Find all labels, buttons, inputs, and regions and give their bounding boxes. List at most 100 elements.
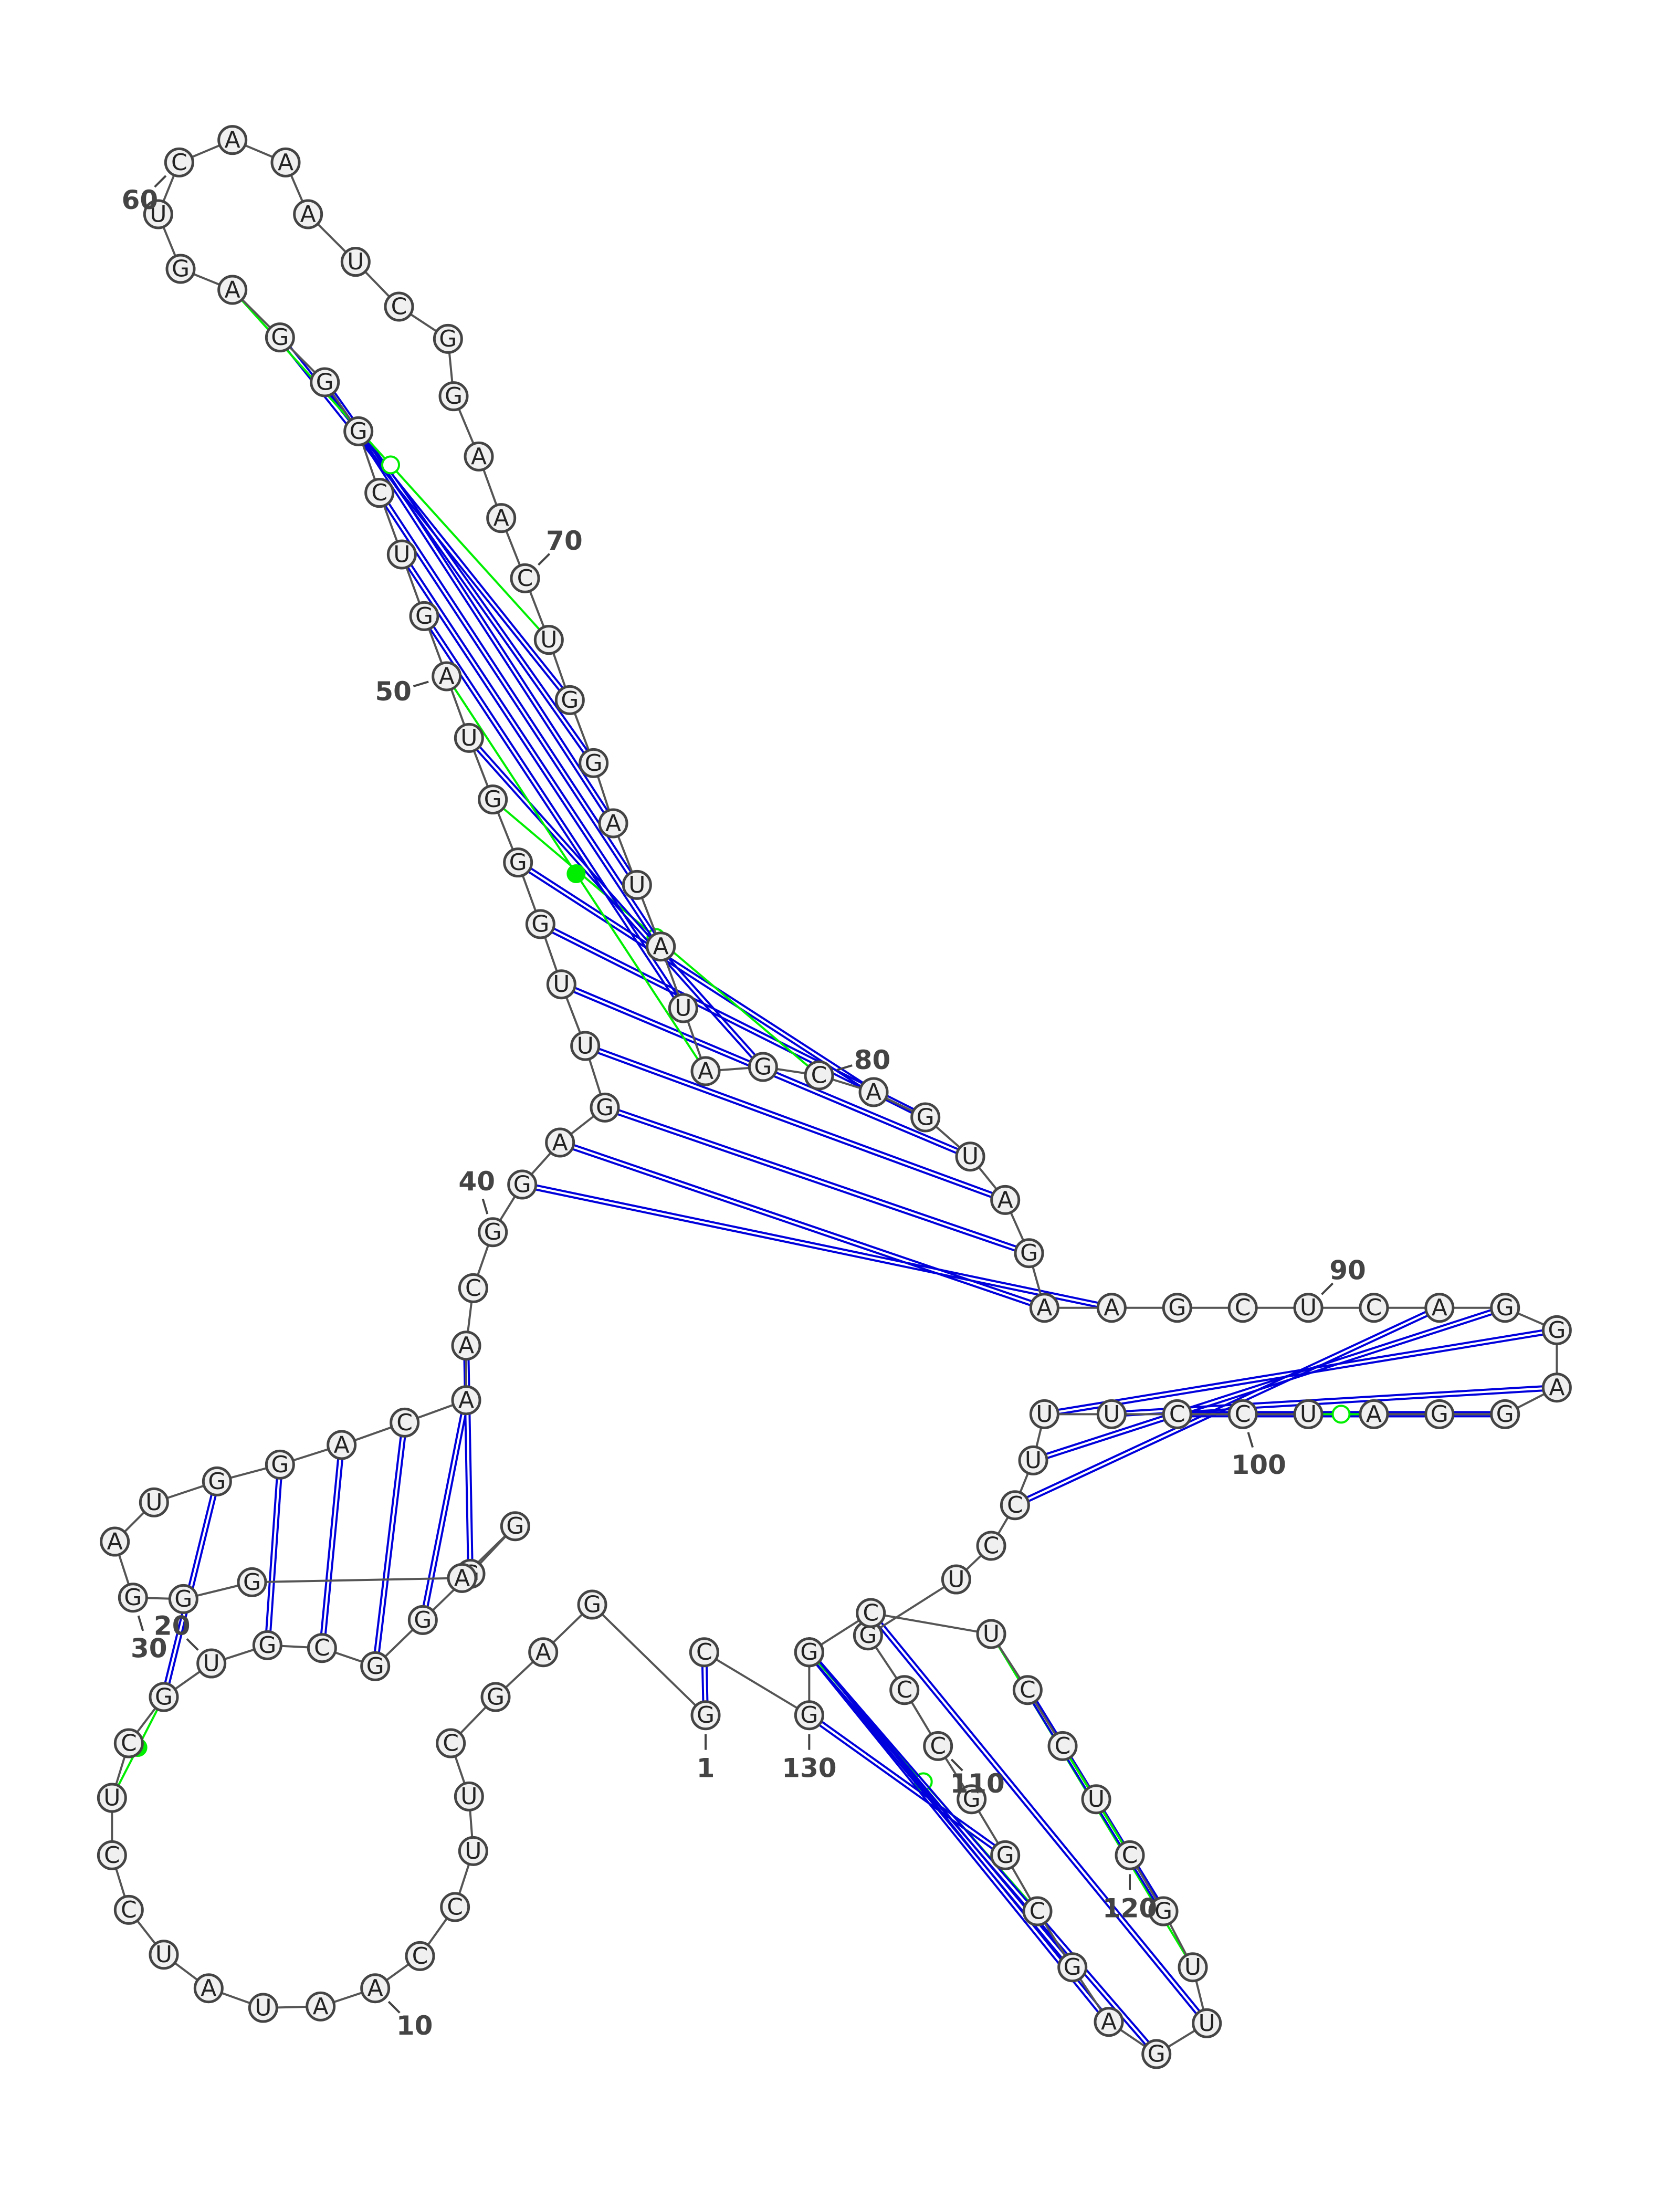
nucleotide-letter: G — [445, 383, 463, 410]
nucleotide-120: C — [1115, 1840, 1145, 1870]
nucleotide-33: G — [202, 1466, 232, 1496]
nucleotide-letter: G — [513, 1171, 531, 1198]
nucleotide-circle — [923, 1731, 953, 1761]
nucleotide-101: C — [1162, 1399, 1192, 1429]
nucleotide-circle — [252, 1630, 282, 1660]
nucleotide-letter: G — [1064, 1954, 1082, 1981]
nucleotide-105: C — [1000, 1490, 1030, 1521]
nucleotide-11: A — [306, 1991, 336, 2022]
nucleotide-79: G — [748, 1052, 778, 1082]
nucleotide-circle — [360, 1651, 391, 1681]
nucleotide-letter: U — [150, 201, 166, 228]
nucleotide-letter: C — [121, 1730, 137, 1757]
canonical-pair-line — [705, 1666, 709, 1702]
nucleotide-letter: U — [1300, 1294, 1317, 1321]
nucleotide-letter: U — [540, 626, 557, 653]
nucleotide-letter: A — [278, 149, 293, 176]
nucleotide-circle — [889, 1675, 920, 1705]
nucleotide-123: C — [1012, 1675, 1043, 1705]
nucleotide-circle — [1227, 1293, 1258, 1323]
nucleotide-letter: U — [577, 1033, 594, 1060]
nucleotide-circle — [100, 1526, 130, 1557]
nucleotide-letter: C — [447, 1894, 463, 1921]
nucleotide-90: U — [1293, 1293, 1324, 1323]
nucleotide-letter: C — [1055, 1733, 1071, 1759]
nucleotide-circle — [577, 1589, 607, 1620]
nucleotide-61: A — [217, 125, 248, 155]
canonical-pair-line — [598, 1048, 994, 1195]
nucleotide-letter: G — [1496, 1401, 1514, 1428]
nucleotide-circle — [1096, 1399, 1127, 1429]
nucleotide-121: U — [1081, 1784, 1111, 1815]
nucleotide-circle — [1148, 1896, 1179, 1926]
canonical-pair-line — [286, 349, 561, 692]
nucleotide-circle — [1029, 1293, 1059, 1323]
nucleotide-circle — [390, 1407, 420, 1438]
nucleotide-letter: A — [458, 1332, 474, 1359]
nucleotide-letter: A — [1432, 1294, 1447, 1321]
nucleotide-circle — [1014, 1238, 1044, 1269]
nucleotide-circle — [165, 254, 196, 284]
nucleotide-circle — [307, 1633, 337, 1663]
nucleotide-letter: C — [465, 1275, 481, 1302]
nucleotide-letter: G — [415, 603, 433, 630]
nucleotide-letter: A — [334, 1432, 350, 1459]
nucleotide-circle — [1096, 1293, 1127, 1323]
nucleotide-38: A — [451, 1331, 481, 1361]
nucleotide-circle — [1162, 1293, 1192, 1323]
nucleotide-54: G — [343, 416, 374, 446]
nucleotide-circle — [856, 1598, 886, 1628]
nucleotide-15: C — [113, 1894, 144, 1925]
canonical-pair-line — [265, 1478, 278, 1632]
nucleotide-letter: U — [962, 1143, 979, 1170]
nucleotide-53: C — [364, 478, 395, 508]
canonical-pair-line — [1058, 1333, 1544, 1416]
nucleotide-17: U — [97, 1783, 127, 1813]
nucleotide-circle — [955, 1141, 985, 1172]
nucleotide-74: A — [598, 808, 628, 839]
nucleotide-82: G — [910, 1102, 941, 1133]
canonical-pair-line — [406, 566, 653, 937]
nucleotide-19: G — [149, 1682, 179, 1712]
numbering-tick — [1321, 1282, 1334, 1295]
canonical-pair-line — [553, 927, 915, 1111]
nucleotide-32: U — [139, 1487, 169, 1517]
nucleotide-86: A — [1029, 1293, 1059, 1323]
nucleotide-circle — [405, 1941, 435, 1971]
nucleotide-letter: U — [1199, 2010, 1215, 2037]
nucleotide-letter: G — [1496, 1294, 1514, 1321]
canonical-pair-line — [877, 1624, 1198, 2015]
nucleotide-24: G — [407, 1605, 438, 1635]
nucleotide-circle — [941, 1564, 971, 1595]
nucleotide-circle — [386, 539, 417, 570]
nucleotide-39: C — [458, 1273, 488, 1303]
nucleotide-letter: C — [1366, 1294, 1382, 1321]
numbering-label: 20 — [154, 1611, 191, 1641]
nucleotide-circle — [910, 1102, 941, 1133]
nucleotide-131: C — [689, 1637, 719, 1668]
nucleotide-50: A — [432, 661, 462, 692]
nucleotide-98: A — [1359, 1399, 1389, 1429]
nucleotide-20: U — [196, 1648, 227, 1679]
numbering-label: 60 — [122, 185, 159, 215]
canonical-pair-line — [333, 391, 589, 751]
nucleotide-94: G — [1541, 1315, 1572, 1345]
canonical-pair-line — [573, 1144, 1033, 1303]
nucleotide-circle — [480, 1682, 511, 1712]
nucleotide-letter: U — [1184, 1954, 1201, 1981]
nucleotide-letter: U — [255, 1995, 271, 2022]
nucleotide-letter: U — [465, 1838, 481, 1865]
nucleotide-letter: A — [471, 443, 487, 470]
nucleotide-letter: C — [1020, 1677, 1036, 1703]
canonical-pair-line — [815, 1663, 1100, 2014]
canonical-pair-line — [330, 394, 585, 754]
nucleotide-109: C — [889, 1675, 920, 1705]
nucleotide-letter: C — [983, 1533, 1000, 1559]
nucleotide-circle — [217, 125, 248, 155]
canonical-pair-line — [616, 1113, 1016, 1252]
long-range-interaction-layer — [164, 299, 1544, 2046]
nucleotide-letter: U — [948, 1566, 964, 1593]
nucleotide-circle — [149, 1682, 179, 1712]
nucleotide-letter: A — [605, 810, 621, 837]
canonical-pair-line — [324, 1459, 344, 1635]
